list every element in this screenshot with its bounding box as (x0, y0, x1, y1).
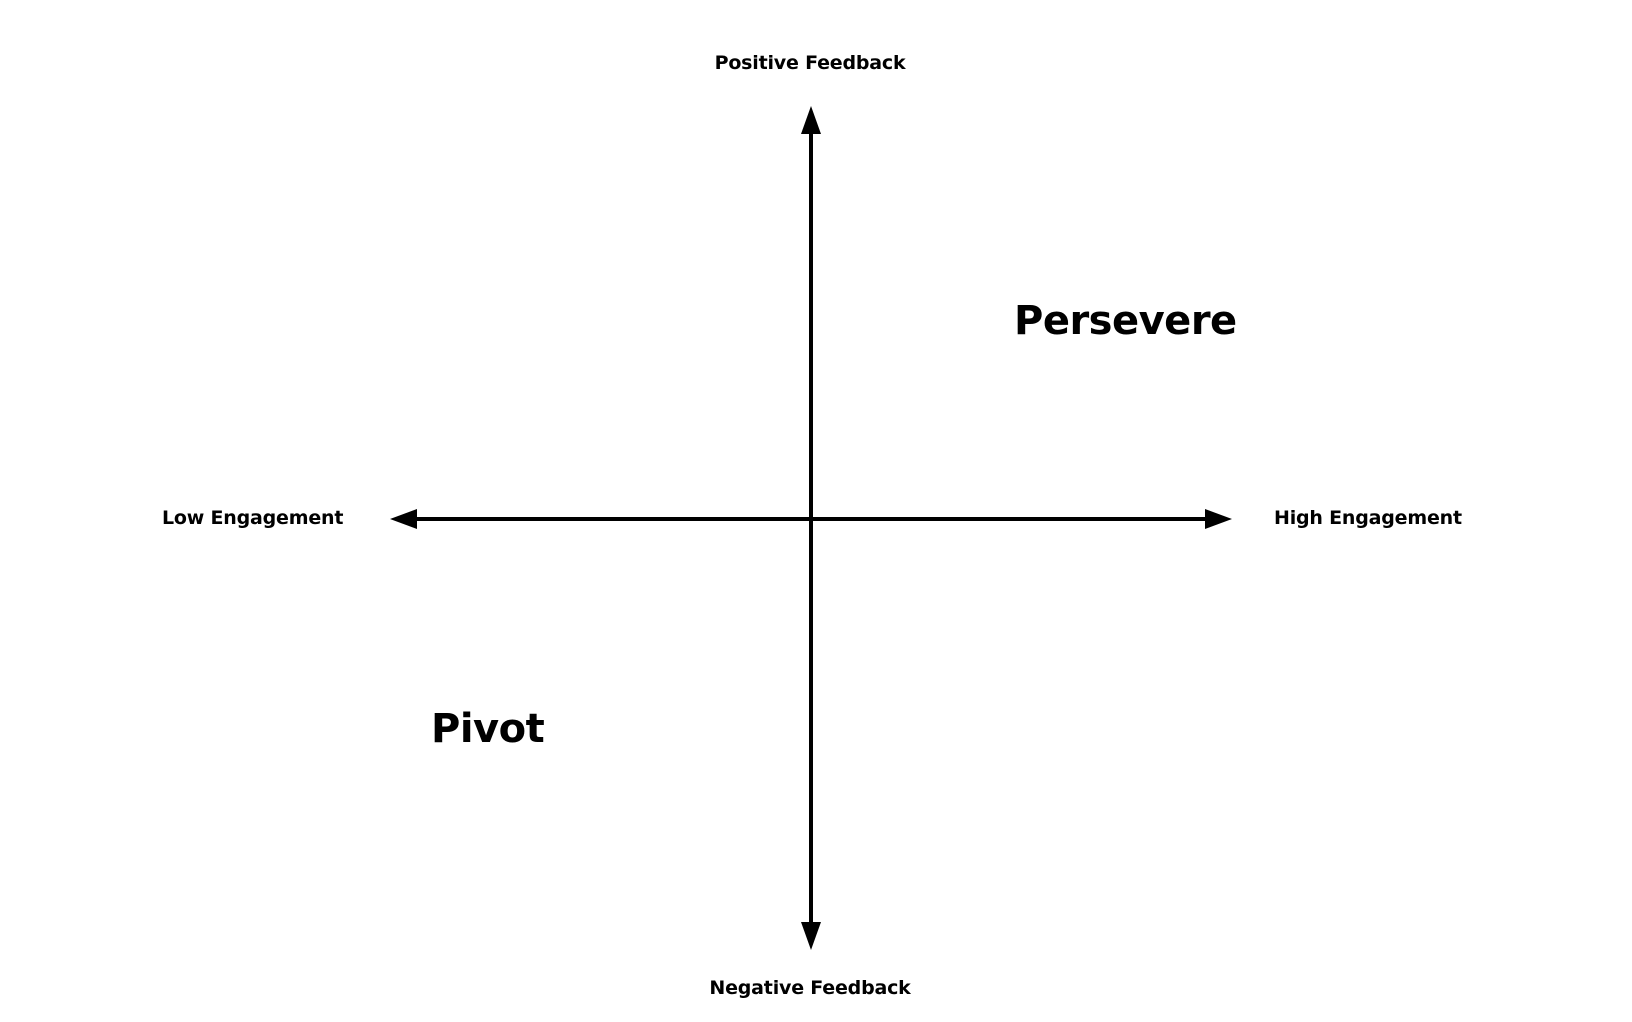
axis-label-negative-feedback: Negative Feedback (709, 977, 911, 999)
quadrant-label-persevere: Persevere (1014, 298, 1237, 344)
axis-label-low-engagement: Low Engagement (162, 507, 344, 529)
quadrant-label-pivot: Pivot (431, 706, 545, 752)
axis-label-positive-feedback: Positive Feedback (714, 52, 906, 74)
arrow-up-icon (801, 106, 821, 134)
axis-label-high-engagement: High Engagement (1274, 507, 1462, 529)
arrow-left-icon (390, 509, 417, 529)
arrow-down-icon (801, 922, 821, 950)
arrow-right-icon (1205, 509, 1232, 529)
